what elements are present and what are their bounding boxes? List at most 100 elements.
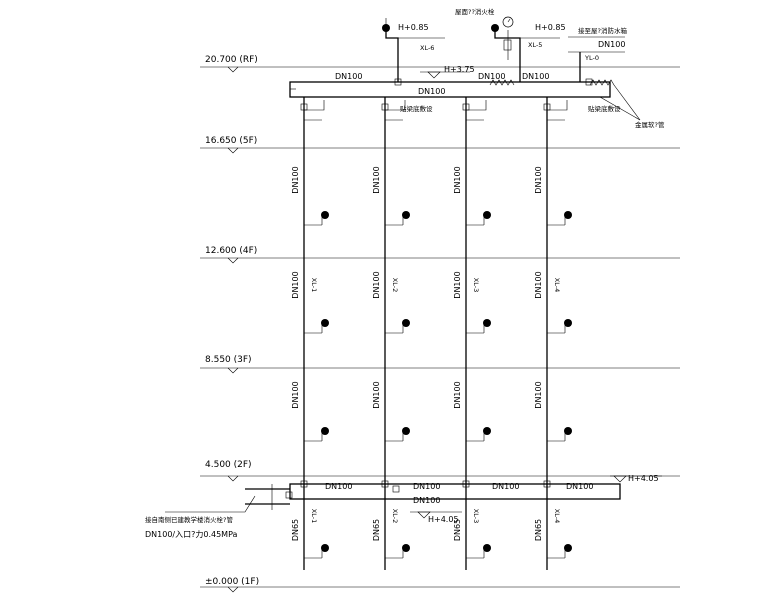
riser-dn65-label: DN65	[534, 519, 543, 541]
beam-note-left: 贴梁底敷设	[400, 104, 433, 113]
hydrant-icon	[402, 319, 410, 327]
hydrant-box	[304, 319, 329, 334]
level-label-1f: ±0.000 (1F)	[205, 577, 259, 587]
hydrant-box	[304, 211, 329, 226]
xl5-label: XL-5	[528, 41, 542, 49]
hydrant-icon	[382, 24, 390, 32]
riser-dn-label: DN100	[534, 166, 543, 193]
riser-label-bottom: XL-4	[553, 509, 561, 523]
top-branch	[547, 100, 568, 111]
xl6-pipe	[385, 28, 399, 82]
riser-dn65-label: DN65	[372, 519, 381, 541]
riser-dn-label: DN100	[291, 166, 300, 193]
flex-hose-1	[489, 79, 515, 86]
bottom-header-elevation-2: H+4.05	[428, 515, 459, 524]
roof-hydrants	[382, 16, 514, 32]
bottom-dn-d: DN100	[492, 482, 519, 491]
top-dn-d: DN100	[522, 72, 549, 81]
xl5-pipe	[494, 30, 521, 82]
bottom-header	[165, 475, 662, 519]
riser-dn65-label: DN65	[291, 519, 300, 541]
riser-dn-label: DN100	[372, 271, 381, 298]
hydrant-box	[304, 544, 329, 559]
riser-valve	[462, 103, 470, 111]
level-label-4f: 12.600 (4F)	[205, 246, 257, 256]
level-label-rf: 20.700 (RF)	[205, 55, 258, 65]
xl6-label: XL-6	[420, 44, 434, 52]
bottom-dn-a: DN100	[325, 482, 352, 491]
hydrant-box	[547, 427, 572, 442]
tank-dn: DN100	[598, 40, 625, 49]
hydrant-box	[466, 319, 491, 334]
hydrant-icon	[483, 211, 491, 219]
floor-levels: 20.700 (RF) 16.650 (5F) 12.600 (4F) 8.55…	[200, 55, 680, 593]
hydrant-icon	[402, 211, 410, 219]
bottom-labels: H+4.05 H+4.05 DN100 DN100 DN100 DN100 DN…	[145, 474, 659, 539]
hydrant-icon	[321, 544, 329, 552]
riser-dn65-label: DN65	[453, 519, 462, 541]
hydrant-box	[385, 544, 410, 559]
level-2f: 4.500 (2F)	[200, 460, 680, 482]
hydrant-icon	[564, 544, 572, 552]
hydrant-box	[547, 319, 572, 334]
hydrant-box	[385, 211, 410, 226]
top-ring-main	[289, 81, 611, 98]
hydrant-box	[547, 544, 572, 559]
top-branch	[304, 100, 325, 111]
riser-label: XL-2	[391, 278, 399, 292]
hydrant-icon	[564, 211, 572, 219]
bottom-dn-b: DN100	[413, 482, 440, 491]
hydrant-icon	[483, 319, 491, 327]
riser-dn-label: DN100	[453, 271, 462, 298]
source-note: 接自南侧已建教学楼消火栓?管	[145, 515, 233, 524]
bottom-dn-c: DN100	[413, 496, 440, 505]
hydrant-icon	[402, 427, 410, 435]
riser-label: XL-3	[472, 278, 480, 292]
hydrant-icon	[564, 319, 572, 327]
top-dn-c: DN100	[478, 72, 505, 81]
top-branch	[466, 100, 487, 111]
hydrant-box	[385, 319, 410, 334]
hydrant-icon	[564, 427, 572, 435]
tank-note: 接至屋?消防水箱	[578, 26, 627, 35]
bottom-dn-e: DN100	[566, 482, 593, 491]
riser-label-bottom: XL-2	[391, 509, 399, 523]
hydrant-box	[304, 427, 329, 442]
riser-dn-label: DN100	[534, 271, 543, 298]
risers: DN100DN100DN100DN65XL-1XL-1DN100DN100DN1…	[291, 97, 572, 570]
riser-dn-label: DN100	[372, 381, 381, 408]
hydrant-icon	[321, 211, 329, 219]
roof-hydrant-note: 屋面??消火栓	[455, 7, 495, 16]
riser-valve	[381, 103, 389, 111]
level-label-2f: 4.500 (2F)	[205, 460, 252, 470]
elev-left: H+0.85	[398, 23, 429, 32]
level-label-3f: 8.550 (3F)	[205, 355, 252, 365]
top-labels: 屋面??消火栓 H+0.85 H+0.85 XL-6 XL-5 接至屋?消防水箱…	[335, 7, 665, 129]
beam-note-right: 贴梁底敷设	[588, 104, 621, 113]
top-dn-a: DN100	[335, 72, 362, 81]
top-branch	[385, 100, 406, 111]
elev-right: H+0.85	[535, 23, 566, 32]
riser-valve	[300, 103, 308, 111]
bottom-ring-main	[289, 483, 621, 500]
hydrant-icon	[402, 544, 410, 552]
riser-dn-label: DN100	[534, 381, 543, 408]
top-header	[289, 28, 641, 121]
level-4f: 12.600 (4F)	[200, 246, 680, 264]
level-label-5f: 16.650 (5F)	[205, 136, 257, 146]
riser-dn-label: DN100	[453, 166, 462, 193]
metal-hose-note: 金属软?管	[635, 120, 665, 129]
hydrant-box	[547, 211, 572, 226]
riser-label-bottom: XL-1	[310, 509, 318, 523]
riser-label: XL-1	[310, 278, 318, 292]
riser-dn-label: DN100	[291, 271, 300, 298]
level-1f: ±0.000 (1F)	[200, 577, 680, 593]
header-elevation: H+3.75	[444, 65, 475, 74]
hydrant-box	[385, 427, 410, 442]
level-rf: 20.700 (RF)	[200, 55, 680, 73]
level-5f: 16.650 (5F)	[200, 136, 680, 154]
